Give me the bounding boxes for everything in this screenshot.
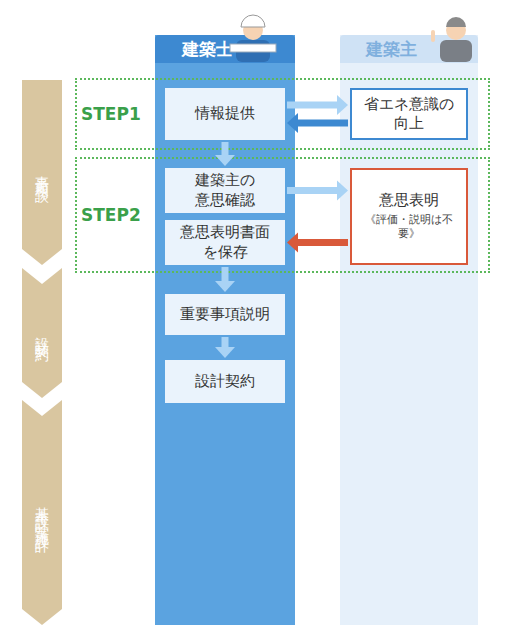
node-text: 情報提供 (195, 104, 255, 124)
architect-blueprint (230, 44, 276, 52)
arrow-shaft (287, 102, 338, 109)
process-box: 設計契約 (165, 360, 285, 403)
node-text: 省エネ意識の向上 (360, 95, 458, 134)
role-column: 建築主省エネ意識の向上意思表明《評価・説明は不要》 (340, 35, 478, 625)
client-body (440, 40, 472, 62)
step-group: STEP2 (75, 157, 490, 273)
phase-label: 設計契約 (33, 325, 51, 341)
process-box: 重要事項説明 (165, 294, 285, 335)
flow-arrow (287, 113, 348, 133)
phase-label: 基本設計・実施設計 (33, 495, 51, 531)
phase-chevron: 設計契約 (22, 268, 62, 398)
flow-arrow (287, 233, 348, 253)
arrow-shaft (297, 239, 348, 246)
role-column: 建築士情報提供建築主の意思確認意思表明書面を保存重要事項説明設計契約 (155, 35, 295, 625)
client-hair (446, 17, 466, 27)
chevron-fill (22, 80, 62, 265)
arrow-head (287, 233, 298, 253)
node-text: 設計契約 (195, 372, 255, 392)
flow-arrow (287, 95, 348, 115)
arrow-shaft (222, 267, 229, 282)
chevron-fill (22, 400, 62, 625)
arrow-shaft (297, 120, 348, 127)
phase-chevron: 事前相談 (22, 80, 62, 265)
arrow-shaft (287, 187, 338, 194)
flow-arrow (215, 142, 235, 166)
arrow-head (215, 155, 235, 166)
chevron-fill (22, 268, 62, 398)
arrow-head (215, 347, 235, 358)
client-finger (431, 30, 435, 42)
node-text: 意思表明 (379, 191, 439, 211)
phase-chevron: 基本設計・実施設計 (22, 400, 62, 625)
arrow-head (337, 181, 348, 201)
arrow-head (215, 281, 235, 292)
node-text: 意思表明書面を保存 (173, 223, 277, 262)
response-box: 意思表明《評価・説明は不要》 (350, 168, 468, 265)
step-group: STEP1 (75, 78, 490, 150)
arrow-shaft (222, 142, 229, 156)
arrow-head (337, 95, 348, 115)
response-box: 省エネ意識の向上 (350, 88, 468, 140)
node-text: 重要事項説明 (180, 305, 270, 325)
flow-arrow (215, 267, 235, 292)
node-text: 建築主の意思確認 (189, 171, 261, 210)
process-box: 建築主の意思確認 (165, 168, 285, 213)
architect-helmet (241, 15, 265, 27)
arrow-shaft (222, 337, 229, 348)
flow-arrow (215, 337, 235, 358)
note-text: 《評価・説明は不要》 (360, 213, 458, 242)
arrow-head (287, 113, 298, 133)
step-label: STEP2 (81, 205, 141, 225)
step-label: STEP1 (81, 104, 141, 124)
process-box: 意思表明書面を保存 (165, 220, 285, 265)
flow-arrow (287, 181, 348, 201)
phase-label: 事前相談 (33, 165, 51, 181)
process-box: 情報提供 (165, 88, 285, 140)
